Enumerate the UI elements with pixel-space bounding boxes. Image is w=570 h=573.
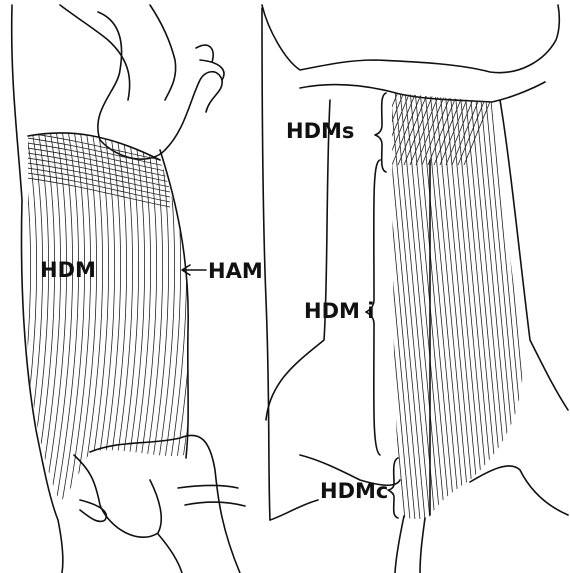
muscle-fiber [161, 130, 187, 520]
right-shoulder-line [300, 82, 545, 102]
right-leg-right [470, 466, 568, 515]
muscle-fiber [101, 130, 127, 520]
muscle-fiber [455, 90, 495, 520]
muscle-fiber [0, 130, 13, 520]
muscle-fiber [415, 90, 455, 520]
muscle-fiber [250, 90, 290, 520]
muscle-fiber [510, 90, 550, 520]
muscle-fiber [485, 90, 525, 520]
muscle-fiber [0, 130, 19, 520]
muscle-fiber [395, 90, 435, 520]
muscle-fiber [500, 90, 540, 520]
muscle-fiber [460, 90, 500, 520]
hdm-label: HDM [40, 258, 96, 282]
hdmi-label: HDM i [304, 299, 374, 323]
muscle-fiber [5, 130, 31, 520]
left-shoulder [150, 5, 176, 100]
muscle-fiber [435, 90, 475, 520]
right-tail [395, 516, 425, 573]
left-tail-lower [158, 534, 182, 573]
muscle-fiber [495, 90, 535, 520]
muscle-fiber [0, 130, 1, 520]
muscle-fiber [525, 90, 565, 520]
muscle-fiber [265, 90, 305, 520]
muscle-fiber [480, 90, 520, 520]
muscle-fiber [179, 130, 205, 520]
right-outer-left [262, 8, 270, 520]
muscle-fiber [89, 130, 115, 520]
muscle-fiber [137, 130, 163, 520]
muscle-fiber [445, 90, 485, 520]
muscle-fiber [113, 130, 139, 520]
muscle-fiber [440, 92, 470, 165]
left-leg-1 [74, 455, 161, 537]
muscle-fiber [362, 92, 392, 165]
muscle-fiber [475, 90, 515, 520]
muscle-fiber [125, 130, 151, 520]
muscle-fiber [385, 90, 425, 520]
muscle-fiber [255, 90, 295, 520]
hdmc-label: HDMc [320, 479, 388, 503]
left-foot [178, 485, 245, 506]
muscle-fiber [425, 90, 465, 520]
muscle-fiber [143, 130, 169, 520]
ham-label: HAM [208, 259, 263, 283]
muscle-fiber [545, 90, 570, 520]
right-upper-outline [262, 5, 559, 73]
left-arm [98, 12, 222, 159]
muscle-fiber [23, 130, 49, 520]
muscle-fiber [530, 90, 570, 520]
left-dorsal-view: HDM HAM [0, 5, 263, 573]
left-tail [90, 435, 240, 573]
left-hdm-muscle-fibers [0, 130, 205, 520]
muscle-fiber [370, 90, 410, 520]
muscle-fiber [465, 90, 505, 520]
right-hdm-muscle-fibers [250, 90, 570, 520]
muscle-fiber [470, 90, 510, 520]
muscle-fiber [155, 130, 181, 520]
muscle-fiber [0, 130, 7, 520]
muscle-fiber [535, 90, 570, 520]
muscle-fiber [540, 90, 570, 520]
muscle-fiber [440, 90, 480, 520]
muscle-fiber [405, 90, 445, 520]
left-arm-inner [60, 5, 130, 100]
muscle-fiber [173, 130, 199, 520]
left-body-outline [12, 5, 63, 573]
right-ventral-view: HDMs HDM i HDMc [250, 5, 570, 573]
muscle-fiber [410, 92, 440, 165]
hdmc-bracket [388, 458, 398, 518]
muscle-fiber [515, 90, 555, 520]
muscle-fiber [107, 130, 133, 520]
muscle-fiber [380, 92, 410, 165]
hdms-label: HDMs [286, 119, 354, 143]
right-body-left [266, 100, 330, 420]
muscle-fiber [490, 90, 530, 520]
muscle-fiber [374, 92, 404, 165]
